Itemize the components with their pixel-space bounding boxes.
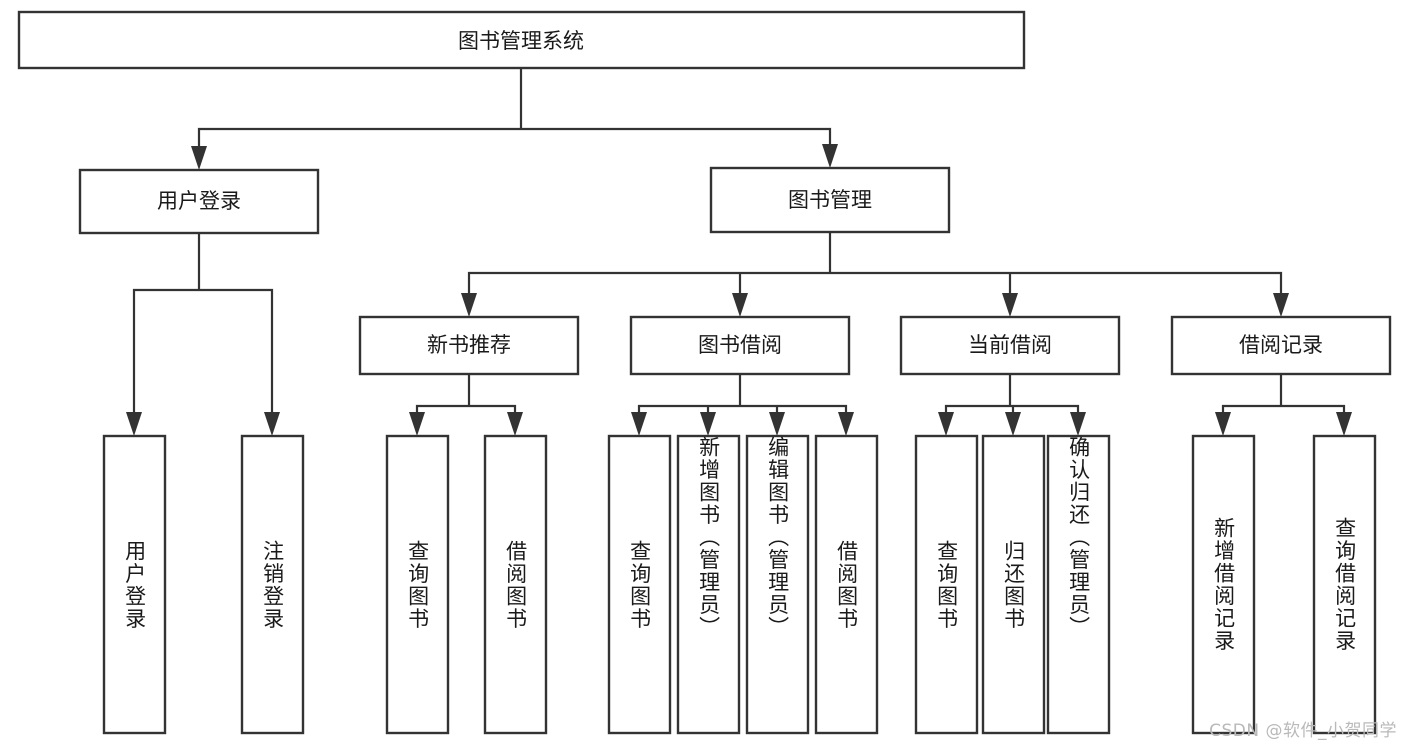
- connector-bookborrow-to-leaves: [637, 372, 848, 422]
- node-user-login-box[interactable]: [78, 168, 320, 235]
- leaf-box-user-login[interactable]: [102, 434, 167, 735]
- leaf-box-add-book[interactable]: [676, 434, 741, 735]
- arrowhead-user-login: [191, 146, 207, 170]
- csdn-watermark: CSDN @软件_小贺同学: [1209, 721, 1397, 741]
- node-new-book-recommend-box[interactable]: [358, 315, 580, 376]
- leaf-box-query-book-borrow[interactable]: [607, 434, 672, 735]
- node-root-box[interactable]: [17, 10, 1026, 70]
- arrowhead-book-manage: [822, 144, 838, 168]
- node-book-management-box[interactable]: [709, 166, 951, 234]
- connector-newbook-to-leaves: [415, 372, 517, 422]
- arrowhead-leaf-query-book-1: [409, 412, 425, 436]
- arrowhead-borrow-record: [1273, 293, 1289, 317]
- arrowhead-book-borrow: [732, 293, 748, 317]
- arrowhead-leaf-user-login: [126, 412, 142, 436]
- node-book-borrow-label: 图书借阅: [698, 333, 782, 357]
- connector-bookmanage-to-level2: [467, 230, 1283, 302]
- node-root[interactable]: 图书管理系统: [17, 10, 1026, 70]
- leaf-box-confirm-return[interactable]: [1046, 434, 1111, 735]
- arrowhead-leaf-add-record: [1215, 412, 1231, 436]
- node-user-login[interactable]: 用户登录: [78, 168, 320, 235]
- leaf-box-query-borrow-record[interactable]: [1312, 434, 1377, 735]
- connector-borrowrecord-to-leaves: [1221, 372, 1346, 422]
- node-book-borrow[interactable]: 图书借阅: [629, 315, 851, 376]
- node-book-management[interactable]: 图书管理: [709, 166, 951, 234]
- arrowhead-leaf-add-book: [700, 412, 716, 436]
- node-current-borrow-label: 当前借阅: [968, 333, 1052, 357]
- node-new-book-recommend-label: 新书推荐: [427, 333, 511, 357]
- leaf-box-query-book-current[interactable]: [914, 434, 979, 735]
- leaf-box-query-book-newbook[interactable]: [385, 434, 450, 735]
- node-book-borrow-box[interactable]: [629, 315, 851, 376]
- arrowhead-leaf-borrow-book-1: [507, 412, 523, 436]
- arrowhead-leaf-query-book-2: [631, 412, 647, 436]
- leaf-box-logout[interactable]: [240, 434, 305, 735]
- leaf-box-borrow-book-newbook[interactable]: [483, 434, 548, 735]
- arrowhead-leaf-return-book: [1005, 412, 1021, 436]
- arrowhead-current-borrow: [1002, 293, 1018, 317]
- leaf-box-edit-book[interactable]: [745, 434, 810, 735]
- leaf-box-borrow-book-borrow[interactable]: [814, 434, 879, 735]
- arrowhead-new-book-rec: [461, 293, 477, 317]
- node-borrow-record[interactable]: 借阅记录: [1170, 315, 1392, 376]
- connector-root-to-level1: [197, 66, 832, 157]
- node-borrow-record-label: 借阅记录: [1239, 333, 1323, 357]
- node-user-login-label: 用户登录: [157, 189, 241, 213]
- arrowhead-leaf-query-book-3: [938, 412, 954, 436]
- connector-group: [126, 66, 1352, 436]
- node-book-management-label: 图书管理: [788, 188, 872, 212]
- node-root-label: 图书管理系统: [458, 29, 584, 53]
- arrowhead-leaf-logout: [264, 412, 280, 436]
- arrowhead-leaf-borrow-book-2: [838, 412, 854, 436]
- node-new-book-recommend[interactable]: 新书推荐: [358, 315, 580, 376]
- leaf-box-return-book[interactable]: [981, 434, 1046, 735]
- node-current-borrow[interactable]: 当前借阅: [899, 315, 1121, 376]
- node-borrow-record-box[interactable]: [1170, 315, 1392, 376]
- leaf-box-add-borrow-record[interactable]: [1191, 434, 1256, 735]
- arrowhead-leaf-confirm-return: [1070, 412, 1086, 436]
- connector-userlogin-to-leaves: [132, 231, 274, 422]
- arrowhead-leaf-query-record: [1336, 412, 1352, 436]
- node-current-borrow-box[interactable]: [899, 315, 1121, 376]
- arrowhead-leaf-edit-book: [769, 412, 785, 436]
